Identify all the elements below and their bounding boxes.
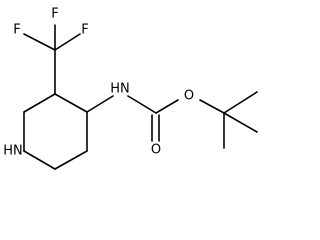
bond-carbonyl-to-ester-oxygen [155, 99, 179, 114]
bond-tert-carbon-methyl-top [223, 91, 258, 114]
bond-tert-carbon-methyl-right [223, 112, 258, 133]
bond-amine-to-carbonyl [127, 95, 157, 114]
ring-bond-c6-n1 [23, 150, 56, 170]
ring-bond-c5-c6 [54, 150, 88, 170]
atom-label-fluorine-right: F [81, 23, 88, 38]
atom-label-ester-oxygen: O [184, 89, 194, 104]
atom-label-amine-nitrogen: HN [110, 82, 130, 97]
bond-ester-oxygen-to-tert-carbon [199, 99, 225, 114]
atom-label-fluorine-left: F [13, 23, 20, 38]
bond-ring-to-amine [86, 95, 114, 113]
chemical-structure: F F F HN O O HN [3, 7, 258, 170]
bond-cf3-fluorine-left [23, 33, 56, 51]
ring-bond-c3-c4 [54, 93, 88, 113]
bond-cf3-fluorine-right [54, 33, 81, 51]
atom-label-carbonyl-oxygen: O [151, 143, 161, 158]
atom-label-fluorine-top: F [51, 7, 58, 22]
atom-label-ring-nitrogen: HN [3, 144, 23, 159]
ring-bond-c2-c3 [23, 93, 56, 113]
